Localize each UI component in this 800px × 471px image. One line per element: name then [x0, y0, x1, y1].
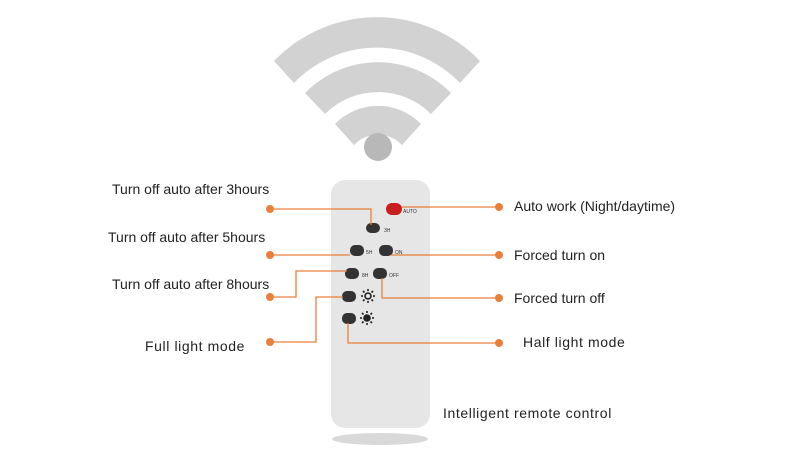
leader-dot-8h — [266, 293, 274, 301]
label-half-light: Half light mode — [523, 334, 626, 350]
leader-dot-full — [266, 338, 274, 346]
leader-full — [270, 296, 343, 343]
button-5h-label: 5H — [366, 250, 373, 256]
label-off-8h: Turn off auto after 8hours — [112, 276, 270, 292]
button-3h-label: 3H — [384, 228, 391, 234]
leader-dot-5h — [266, 251, 274, 259]
label-full-light: Full light mode — [145, 338, 246, 354]
wifi-icon — [274, 17, 480, 161]
button-3h[interactable] — [366, 223, 380, 233]
label-forced-on: Forced turn on — [514, 247, 606, 263]
button-on-label: ON — [395, 250, 403, 256]
button-on[interactable] — [379, 245, 393, 256]
leader-3h — [270, 208, 372, 225]
label-off-5h: Turn off auto after 5hours — [108, 229, 266, 245]
remote-body — [331, 180, 430, 428]
auto-button-label: AUTO — [403, 209, 417, 215]
button-8h[interactable] — [345, 268, 359, 279]
sun-filled-icon — [360, 311, 374, 325]
button-5h[interactable] — [350, 245, 364, 256]
sun-outline-icon — [361, 289, 375, 303]
leader-dot-off — [495, 294, 503, 302]
button-off[interactable] — [373, 268, 387, 279]
leader-dot-half — [495, 339, 503, 347]
button-8h-label: 8H — [362, 273, 369, 279]
leader-dot-3h — [266, 205, 274, 213]
label-forced-off: Forced turn off — [514, 290, 605, 306]
leader-dot-auto — [495, 203, 503, 211]
button-half-light[interactable] — [342, 313, 356, 324]
leader-half — [347, 323, 499, 344]
leader-off — [381, 278, 499, 299]
button-full-light[interactable] — [342, 291, 356, 302]
caption: Intelligent remote control — [443, 405, 612, 421]
label-auto-work: Auto work (Night/daytime) — [514, 198, 676, 214]
remote-shadow — [332, 433, 428, 445]
leader-dot-on — [495, 251, 503, 259]
button-off-label: OFF — [389, 273, 399, 279]
label-off-3h: Turn off auto after 3hours — [112, 181, 270, 197]
leader-8h — [270, 270, 347, 298]
auto-button[interactable] — [386, 203, 402, 215]
